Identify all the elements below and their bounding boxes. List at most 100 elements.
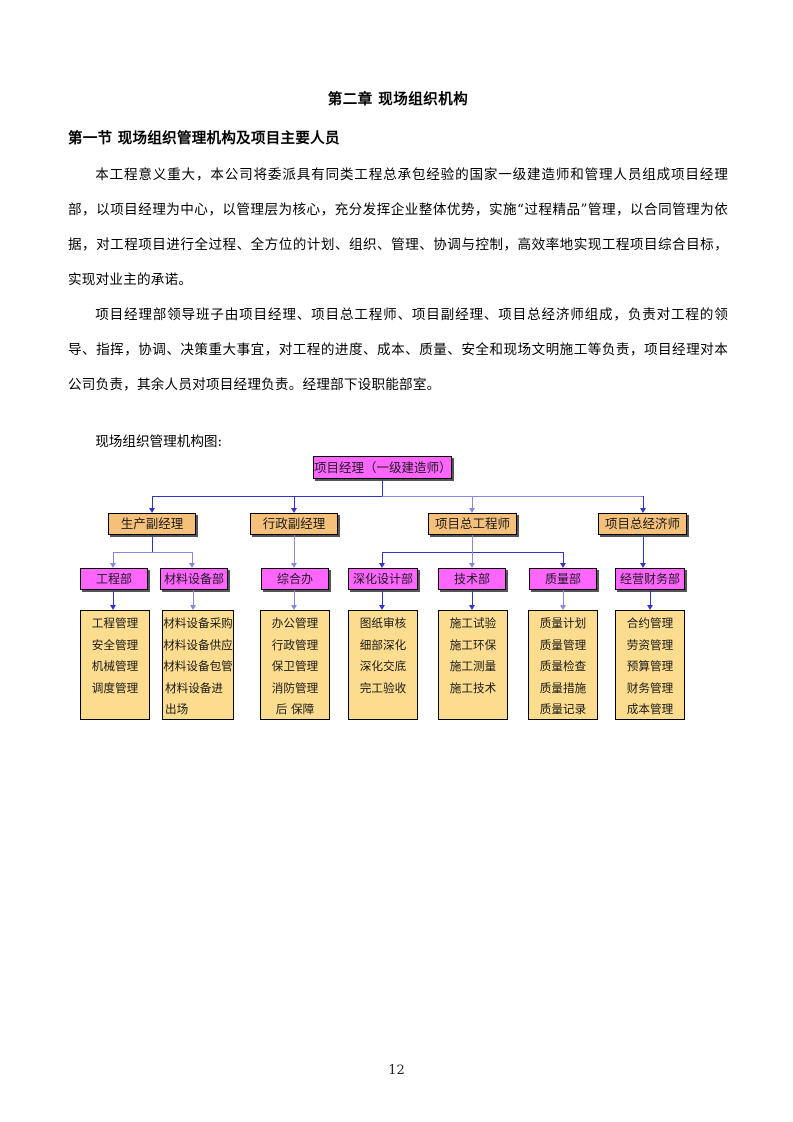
document-text-body: 第二章 现场组织机构 第一节 现场组织管理机构及项目主要人员 本工程意义重大，本… <box>68 88 728 460</box>
arrow-l3-2 <box>189 563 195 568</box>
connector-level2-bus-right <box>382 496 643 497</box>
leaf-line: 施工测量 <box>449 659 497 673</box>
org-node-label: 经营财务部 <box>619 572 680 586</box>
connector-stem-l3-7 <box>650 590 651 608</box>
leaf-line: 质量措施 <box>539 680 587 695</box>
connector-stem-l2-4 <box>643 535 644 566</box>
arrow-l3-3 <box>291 563 297 568</box>
connector-stem-l3-3 <box>294 590 295 608</box>
connector-stem-l3-5 <box>472 590 473 608</box>
org-node-project-manager: 项目经理（一级建造师） <box>313 456 452 479</box>
leaf-line: 劳资管理 <box>626 637 674 652</box>
org-node-quality-dept: 质量部 <box>529 568 597 590</box>
leaf-line: 质量记录 <box>539 702 587 716</box>
arrow-l2-2 <box>291 508 297 513</box>
leaf-line: 质量检查 <box>539 659 587 673</box>
org-node-engineering-dept: 工程部 <box>80 568 148 590</box>
connector-drop-l3-2 <box>192 552 193 566</box>
leaf-line: 材料设备采购 <box>163 616 233 630</box>
org-leaf-operations-finance-dept: 合约管理 劳资管理 预算管理 财务管理 成本管理 <box>615 610 685 720</box>
leaf-line: 后 保障 <box>275 702 315 716</box>
arrow-leaf-1 <box>110 605 116 610</box>
arrow-l3-1 <box>110 563 116 568</box>
org-node-chief-engineer: 项目总工程师 <box>428 513 517 535</box>
connector-drop-l3-4 <box>382 552 383 566</box>
connector-stem-l2-1 <box>152 535 153 552</box>
connector-stem-l2-2 <box>294 535 295 566</box>
connector-drop-l3-1 <box>113 552 114 566</box>
leaf-line: 施工环保 <box>449 637 497 652</box>
org-chart: 项目经理（一级建造师） 生产副经理 行政副经理 项目总工程师 项目总经济师 <box>0 440 793 740</box>
leaf-line: 完工验收 <box>359 680 407 695</box>
leaf-line: 机械管理 <box>91 659 139 673</box>
org-node-operations-finance-dept: 经营财务部 <box>615 568 685 590</box>
connector-drop-l2-4 <box>643 496 644 510</box>
leaf-line: 细部深化 <box>359 637 407 652</box>
leaf-line: 办公管理 <box>271 616 319 630</box>
connector-stem-l3-2 <box>193 590 194 608</box>
connector-drop-l2-1 <box>152 496 153 510</box>
arrow-l2-3 <box>469 508 475 513</box>
leaf-line: 预算管理 <box>626 659 674 673</box>
org-node-label: 项目总工程师 <box>434 516 510 531</box>
org-node-label: 综合办 <box>276 572 313 586</box>
paragraph-2: 项目经理部领导班子由项目经理、项目总工程师、项目副经理、项目总经济师组成，负责对… <box>68 307 728 393</box>
arrow-leaf-7 <box>647 605 653 610</box>
org-node-material-equipment-dept: 材料设备部 <box>160 568 228 590</box>
chart-caption: 现场组织管理机构图: <box>95 434 223 450</box>
leaf-line: 成本管理 <box>626 702 674 716</box>
org-node-label: 深化设计部 <box>352 572 413 586</box>
connector-root-stem <box>382 479 383 496</box>
connector-drop-l2-2 <box>294 496 295 510</box>
arrow-l3-4 <box>379 563 385 568</box>
org-leaf-quality-dept: 质量计划 质量管理 质量检查 质量措施 质量记录 <box>528 610 598 720</box>
arrow-leaf-5 <box>469 605 475 610</box>
connector-drop-l3-6 <box>563 552 564 566</box>
leaf-line: 材料设备包管 <box>163 659 233 673</box>
leaf-line: 消防管理 <box>271 680 319 695</box>
arrow-l3-7 <box>640 563 646 568</box>
leaf-line: 施工试验 <box>449 616 497 630</box>
leaf-line: 行政管理 <box>271 637 319 652</box>
leaf-line: 深化交底 <box>359 659 407 673</box>
connector-drop-l3-5 <box>472 552 473 566</box>
leaf-line: 质量计划 <box>539 616 587 630</box>
arrow-leaf-6 <box>560 605 566 610</box>
arrow-l3-6 <box>560 563 566 568</box>
connector-stem-l3-1 <box>113 590 114 608</box>
org-node-label: 项目经理（一级建造师） <box>314 460 452 475</box>
arrow-l3-5 <box>469 563 475 568</box>
paragraph-1: 本工程意义重大，本公司将委派具有同类工程总承包经验的国家一级建造师和管理人员组成… <box>68 167 728 288</box>
leaf-line: 材料设备供应 <box>163 637 233 652</box>
leaf-line: 图纸审核 <box>359 616 407 630</box>
arrow-l2-1 <box>149 508 155 513</box>
org-leaf-engineering-dept: 工程管理 安全管理 机械管理 调度管理 <box>80 610 150 720</box>
arrow-leaf-2 <box>190 605 196 610</box>
org-node-label: 生产副经理 <box>120 516 184 531</box>
org-node-label: 工程部 <box>95 572 132 586</box>
connector-stem-l2-3 <box>472 535 473 552</box>
org-node-deepening-design-dept: 深化设计部 <box>348 568 418 590</box>
org-node-chief-economist: 项目总经济师 <box>598 513 687 535</box>
section-title: 第一节 现场组织管理机构及项目主要人员 <box>68 130 340 147</box>
org-leaf-general-office: 办公管理 行政管理 保卫管理 消防管理 后 保障 <box>260 610 330 720</box>
leaf-line: 安全管理 <box>91 637 139 652</box>
leaf-line: 财务管理 <box>626 680 674 695</box>
arrow-leaf-3 <box>291 605 297 610</box>
chapter-title: 第二章 现场组织机构 <box>327 91 469 108</box>
org-node-label: 材料设备部 <box>163 572 224 586</box>
org-node-general-office: 综合办 <box>261 568 329 590</box>
connector-drop-l2-3 <box>472 496 473 510</box>
org-node-administrative-deputy-manager: 行政副经理 <box>250 513 338 535</box>
leaf-line: 工程管理 <box>91 616 139 630</box>
org-node-technology-dept: 技术部 <box>438 568 506 590</box>
connector-level2-bus-left <box>152 496 382 497</box>
connector-stem-l3-4 <box>382 590 383 608</box>
arrow-l2-4 <box>640 508 646 513</box>
org-leaf-deepening-design-dept: 图纸审核 细部深化 深化交底 完工验收 <box>348 610 418 720</box>
org-leaf-technology-dept: 施工试验 施工环保 施工测量 施工技术 <box>438 610 508 720</box>
leaf-line: 施工技术 <box>449 680 497 695</box>
leaf-line: 材料设备进出场 <box>165 680 223 717</box>
leaf-line: 调度管理 <box>91 680 139 695</box>
